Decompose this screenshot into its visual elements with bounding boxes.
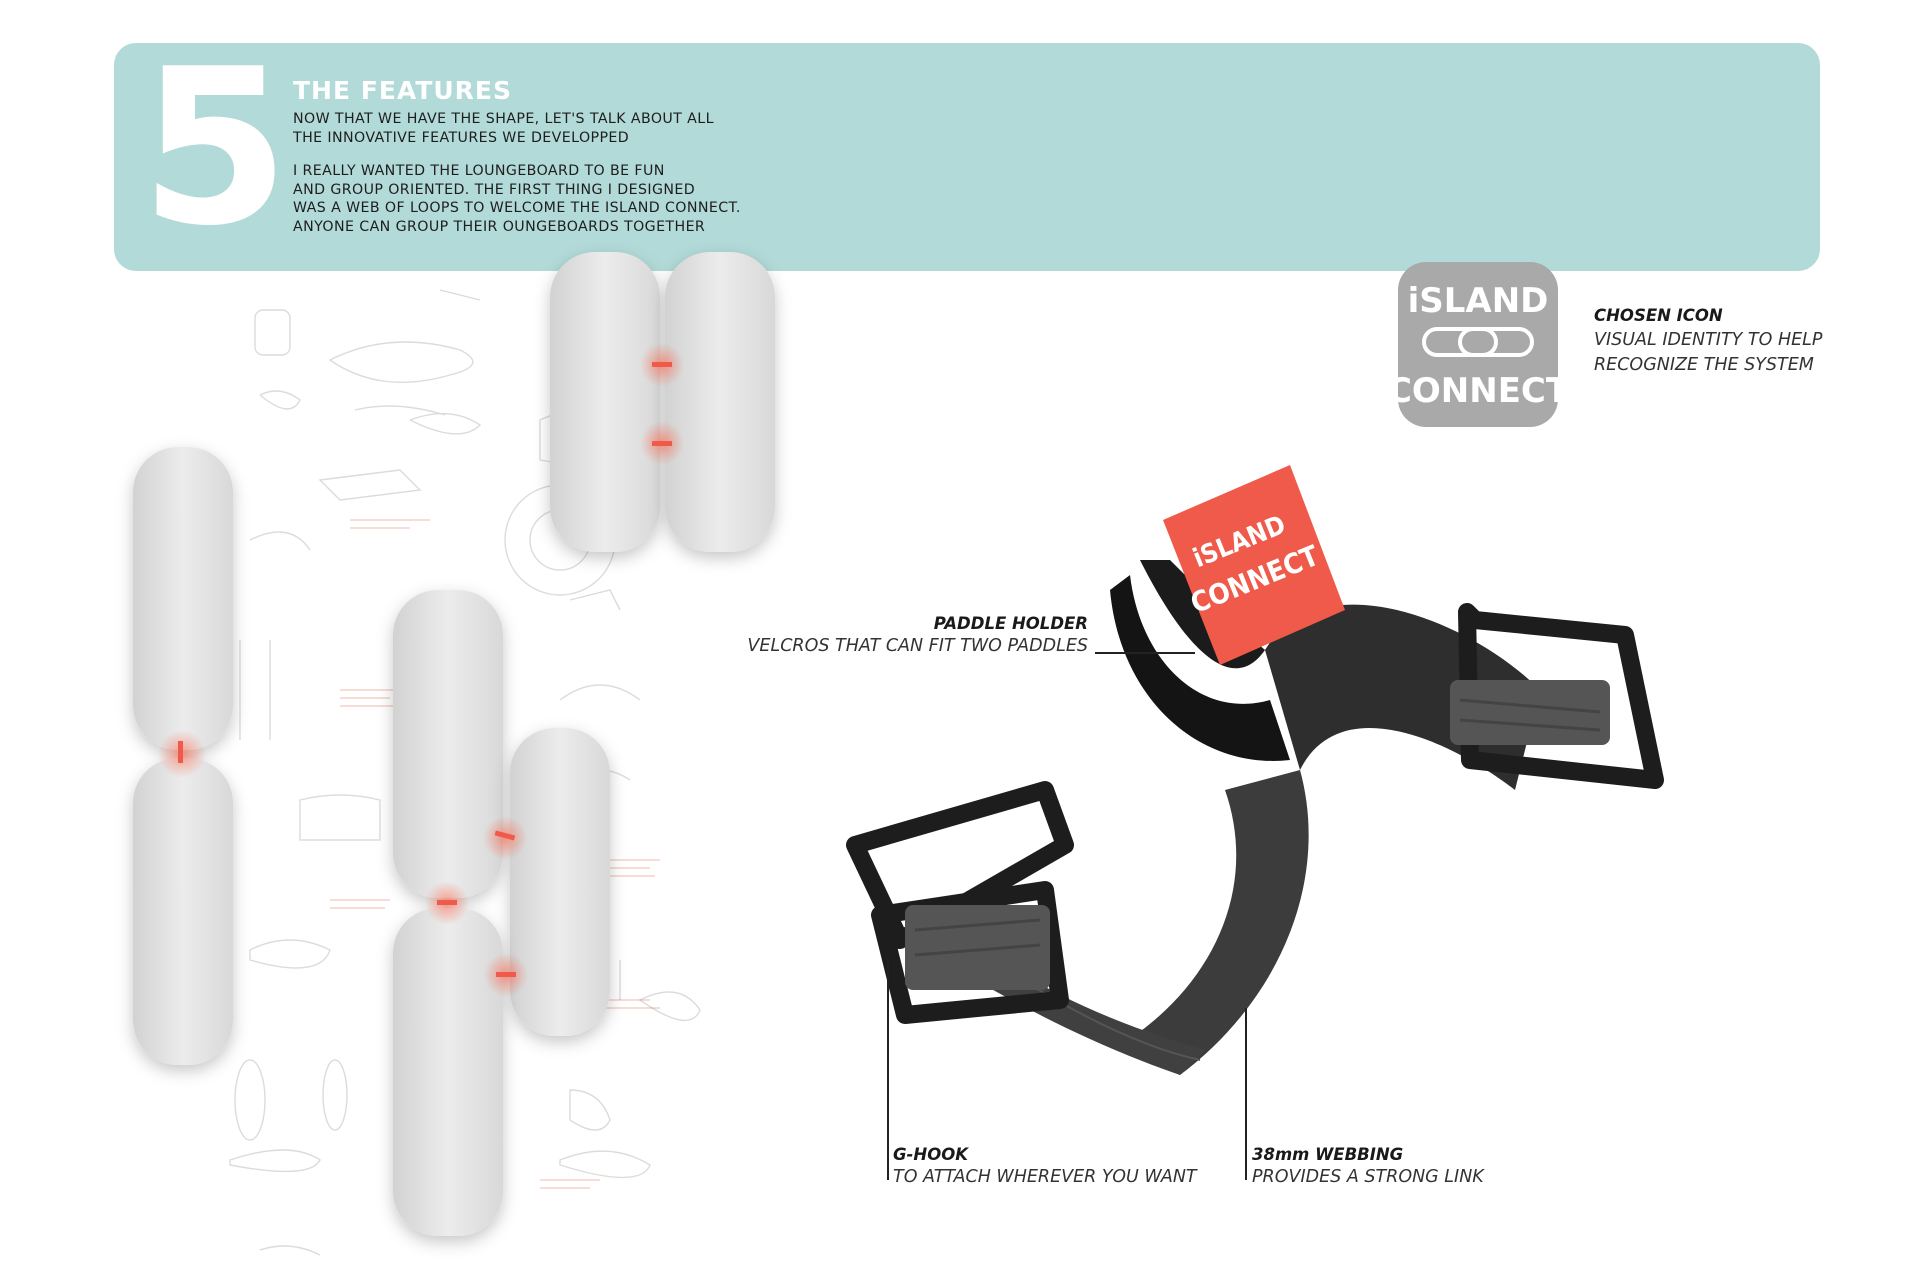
strap-label bbox=[1163, 465, 1345, 665]
g-hook-title: G-HOOK bbox=[893, 1145, 969, 1164]
g-hook-right bbox=[1450, 603, 1664, 789]
chosen-icon-desc: RECOGNIZE THE SYSTEM bbox=[1594, 355, 1814, 375]
chosen-icon-title: CHOSEN ICON bbox=[1594, 306, 1723, 325]
board-center-right bbox=[510, 728, 610, 1036]
sketch-notes-red bbox=[330, 519, 660, 1189]
chain-link-icon bbox=[1422, 327, 1534, 357]
connect-mark bbox=[496, 972, 516, 977]
connect-mark bbox=[652, 362, 672, 367]
body-line: WAS A WEB OF LOOPS TO WELCOME THE ISLAND… bbox=[293, 200, 741, 216]
logo-text-line1: iSLAND bbox=[1408, 281, 1549, 321]
board-center-upper bbox=[393, 590, 503, 898]
webbing-desc: PROVIDES A STRONG LINK bbox=[1252, 1167, 1484, 1187]
background-sketches bbox=[229, 289, 701, 1256]
step-number: 5 bbox=[140, 22, 290, 273]
body-line: AND GROUP ORIENTED. THE FIRST THING I DE… bbox=[293, 181, 696, 198]
g-hook-desc: TO ATTACH WHEREVER YOU WANT bbox=[893, 1167, 1197, 1187]
body-line: I REALLY WANTED THE LOUNGEBOARD TO BE FU… bbox=[293, 163, 665, 179]
body-line: ANYONE CAN GROUP THEIR OUNGEBOARDS TOGET… bbox=[293, 218, 706, 235]
paddle-holder-desc: VELCROS THAT CAN FIT TWO PADDLES bbox=[747, 636, 1088, 656]
header-banner bbox=[114, 43, 1820, 271]
paddle-holder-title: PADDLE HOLDER bbox=[933, 614, 1088, 633]
connect-mark bbox=[652, 441, 672, 446]
chosen-icon-desc: VISUAL IDENTITY TO HELP bbox=[1594, 330, 1823, 350]
island-connect-logo: iSLAND CONNECT bbox=[1398, 262, 1558, 427]
g-hook-leader bbox=[887, 958, 889, 1180]
section-title: THE FEATURES bbox=[293, 76, 513, 105]
connect-mark bbox=[178, 741, 183, 763]
connect-mark bbox=[494, 830, 516, 841]
webbing-title: 38mm WEBBING bbox=[1252, 1145, 1404, 1164]
board-top-right bbox=[665, 252, 775, 552]
intro-line: NOW THAT WE HAVE THE SHAPE, LET'S TALK A… bbox=[293, 111, 714, 127]
board-left-upper bbox=[133, 447, 233, 750]
strap-render: iSLAND CONNECT bbox=[846, 465, 1664, 1075]
board-left-lower bbox=[133, 758, 233, 1065]
board-center-lower bbox=[393, 908, 503, 1236]
intro-line: THE INNOVATIVE FEATURES WE DEVELOPPED bbox=[293, 129, 630, 146]
connect-mark bbox=[437, 900, 457, 905]
intro-paragraph: NOW THAT WE HAVE THE SHAPE, LET'S TALK A… bbox=[293, 110, 853, 147]
g-hook-left bbox=[846, 781, 1074, 1024]
body-paragraph: I REALLY WANTED THE LOUNGEBOARD TO BE FU… bbox=[293, 162, 853, 236]
webbing-leader bbox=[1245, 1008, 1247, 1180]
logo-text-line2: CONNECT bbox=[1398, 371, 1558, 411]
board-top-left bbox=[550, 252, 660, 552]
paddle-holder-leader bbox=[1095, 652, 1195, 654]
